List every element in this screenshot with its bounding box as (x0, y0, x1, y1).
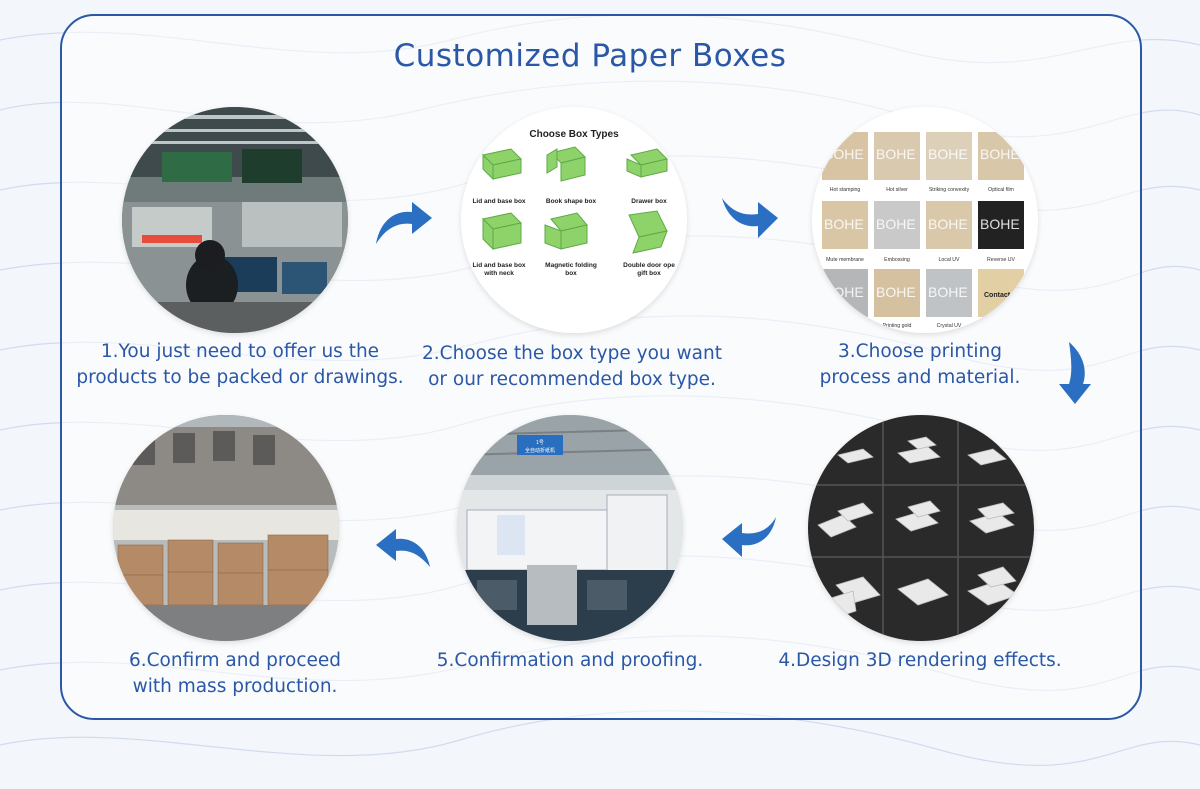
step3-printing-samples: BOHE BOHE BOHE BOHE BOHE BOHE BOHE BOHE … (812, 107, 1038, 333)
tile-text: BOHE (824, 216, 864, 232)
printing-label: Striking convexity (929, 187, 970, 193)
step1-caption-line2: products to be packed or drawings. (76, 367, 404, 388)
printing-label: Hot silver (886, 187, 908, 193)
step3-caption: 3.Choose printing process and material. (800, 339, 1040, 391)
box-type-label: gift box (637, 270, 661, 277)
step2-caption-line2: or our recommended box type. (428, 369, 716, 390)
machine-sign-line2: 全自动折纸机 (525, 447, 555, 454)
step1-office-photo (122, 107, 348, 333)
box-type-label: box (565, 270, 577, 277)
arrow-icon (722, 517, 776, 557)
tile-text: BOHE (876, 284, 916, 300)
box-type-label: Lid and base box (472, 262, 525, 269)
step2-caption-line1: 2.Choose the box type you want (422, 343, 722, 364)
step6-warehouse-photo (113, 415, 339, 641)
arrow-icon (376, 529, 430, 567)
arrow-icon (376, 202, 432, 244)
box-types-heading: Choose Box Types (529, 129, 619, 140)
box-type-label: Lid and base box (472, 198, 525, 205)
step5-caption-line1: 5.Confirmation and proofing. (436, 650, 704, 671)
box-type-label: with neck (483, 270, 514, 277)
arrow-icon (722, 198, 778, 238)
printing-label: Printing gold (883, 323, 912, 329)
tile-text: BOHE (876, 216, 916, 232)
tile-text: BOHE (980, 216, 1020, 232)
step4-caption: 4.Design 3D rendering effects. (770, 648, 1070, 674)
step1-caption-line1: 1.You just need to offer us the (100, 341, 380, 362)
printing-label: Embossing (884, 257, 910, 263)
step5-caption: 5.Confirmation and proofing. (420, 648, 720, 674)
step6-caption-line1: 6.Confirm and proceed (128, 650, 342, 671)
step4-caption-line1: 4.Design 3D rendering effects. (778, 650, 1062, 671)
machine-sign-line1: 1号 (536, 440, 544, 446)
step3-caption-line1: 3.Choose printing (838, 341, 1002, 362)
printing-label: Optical film (988, 187, 1014, 193)
step3-caption-line2: process and material. (819, 367, 1021, 388)
tile-text: BOHE (876, 146, 916, 162)
step4-3d-renderings (808, 415, 1034, 641)
box-type-label: Double door ope (623, 262, 675, 269)
step5-proofing-machine: 1号 全自动折纸机 (457, 415, 683, 641)
printing-label: Crystal UV (937, 323, 962, 329)
box-type-label: Drawer box (631, 198, 667, 205)
tile-text: BOHE (928, 216, 968, 232)
printing-label: Local UV (938, 257, 960, 263)
printing-label: Hot stamping (830, 187, 861, 193)
arrow-icon (1059, 342, 1091, 404)
step2-box-types-chart: Choose Box Types Lid and base box Book s… (461, 107, 687, 333)
step1-caption: 1.You just need to offer us the products… (70, 339, 410, 391)
step6-caption-line2: with mass production. (132, 676, 338, 697)
box-type-label: Book shape box (546, 198, 597, 205)
page-title: Customized Paper Boxes (393, 38, 787, 74)
printing-label: Mute membrane (826, 257, 864, 263)
tile-text: BOHE (928, 284, 968, 300)
box-type-label: Magnetic folding (545, 262, 597, 269)
step2-caption: 2.Choose the box type you want or our re… (412, 341, 732, 393)
contact-tile: Contact (984, 292, 1011, 299)
tile-text: BOHE (928, 146, 968, 162)
step6-caption: 6.Confirm and proceed with mass producti… (100, 648, 370, 700)
printing-label: Reverse UV (987, 257, 1016, 263)
tile-text: BOHE (980, 146, 1020, 162)
